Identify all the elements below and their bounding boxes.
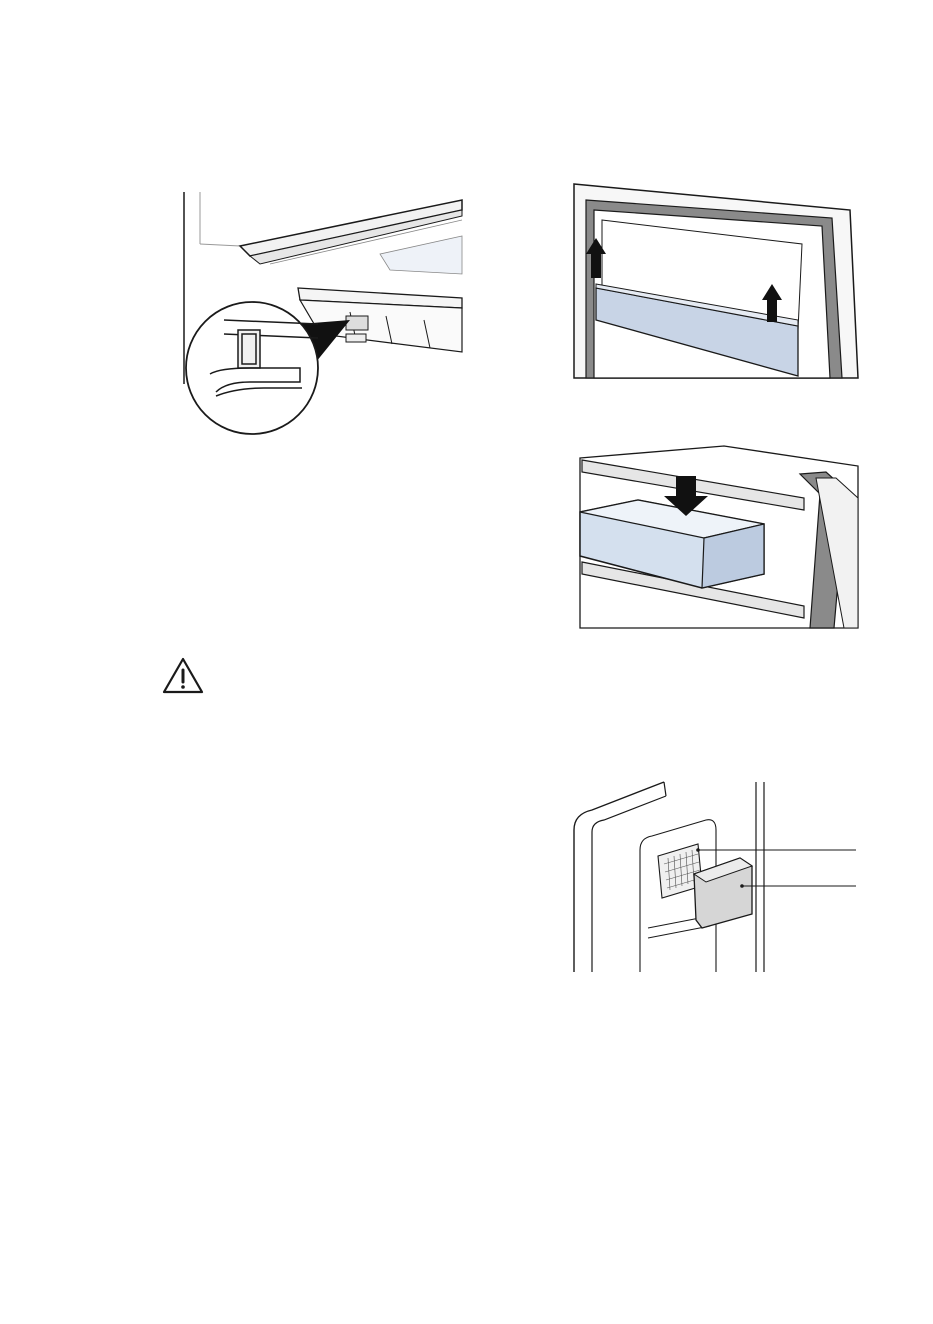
door-balcony-lift-illustration xyxy=(566,180,862,380)
door-box-insert-illustration xyxy=(574,438,860,630)
air-filter-illustration xyxy=(570,778,862,974)
shelf-support-illustration xyxy=(180,184,470,436)
warning-triangle-icon xyxy=(161,656,205,696)
